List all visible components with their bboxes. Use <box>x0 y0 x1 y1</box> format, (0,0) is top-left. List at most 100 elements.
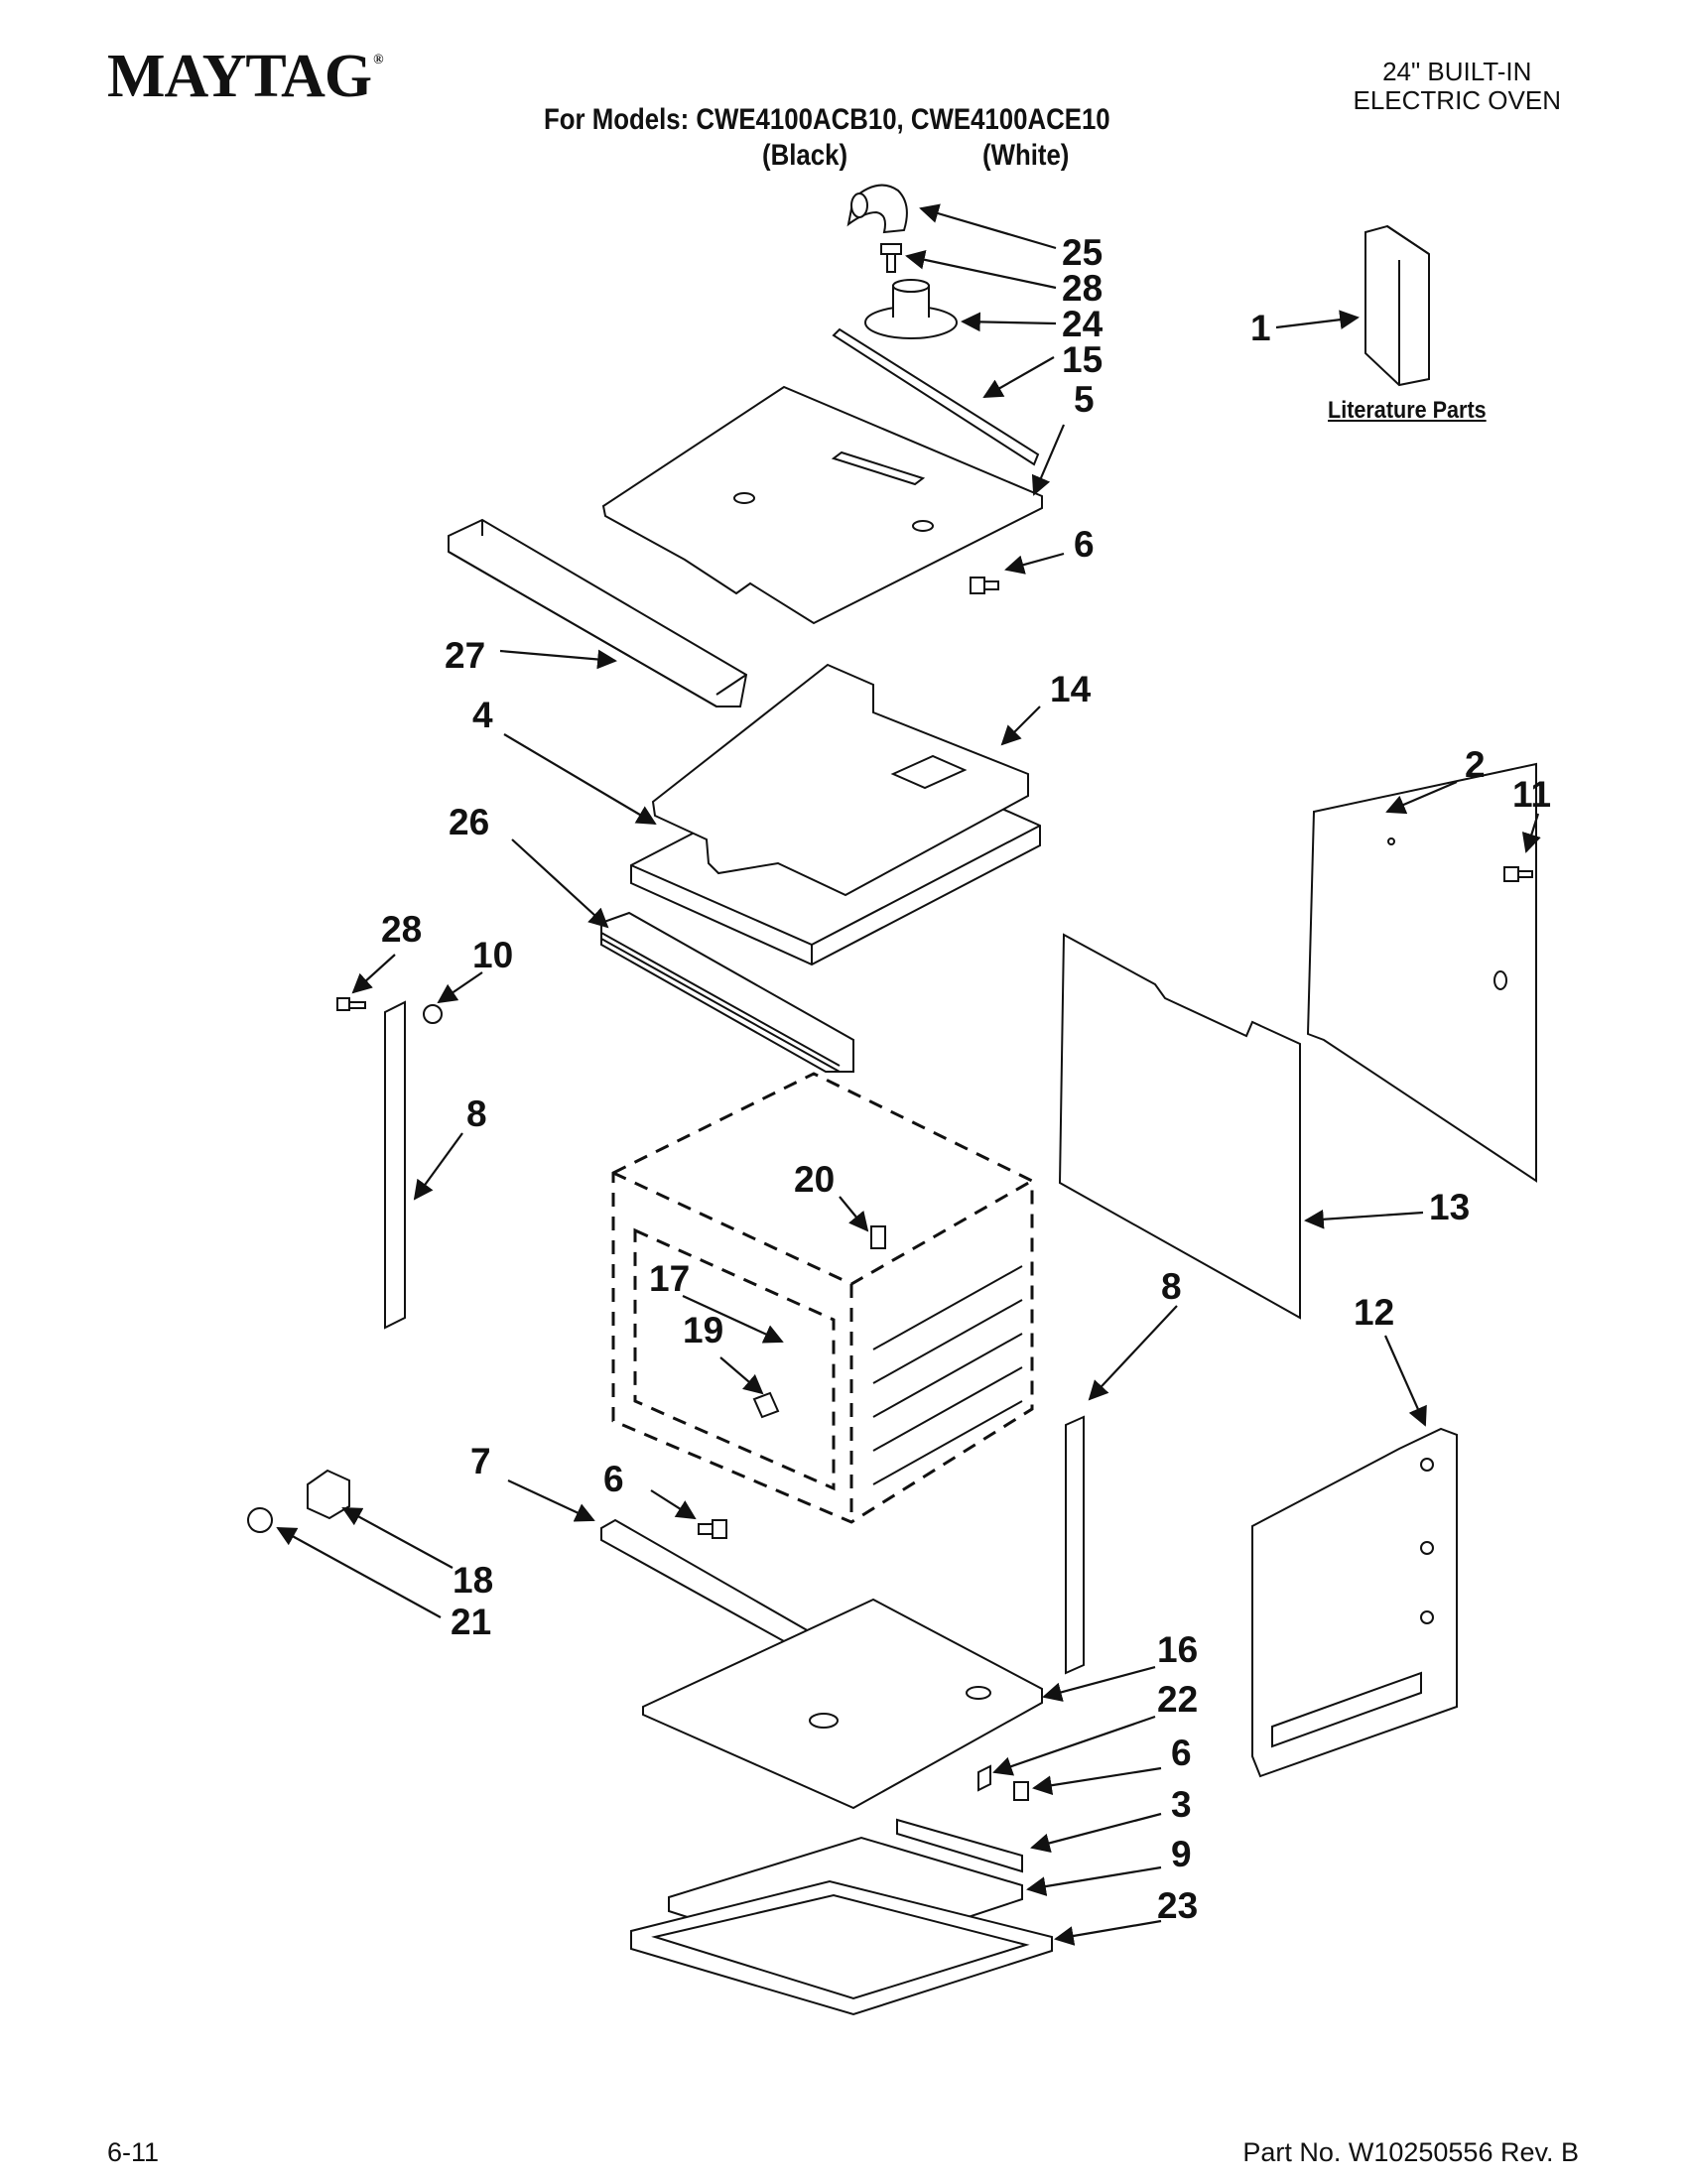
leader-23 <box>1054 1919 1162 1946</box>
leader-15 <box>982 356 1055 398</box>
leader-28-left <box>351 954 396 994</box>
leader-12 <box>1383 1335 1427 1427</box>
leader-28-top <box>905 250 1057 290</box>
bracket-12 <box>1251 1427 1458 1778</box>
callout-4: 4 <box>472 695 493 735</box>
callout-6-top: 6 <box>1074 524 1095 565</box>
callout-8-right: 8 <box>1161 1266 1182 1307</box>
leader-6-mid <box>650 1489 697 1520</box>
sensor-19 <box>752 1391 780 1419</box>
bracket-14 <box>651 663 1029 897</box>
trim-8-left <box>384 1000 406 1330</box>
terminal-20 <box>870 1225 886 1249</box>
callout-9: 9 <box>1171 1834 1192 1874</box>
literature-booklet <box>1364 224 1430 387</box>
leader-8-right <box>1088 1305 1178 1401</box>
leader-22 <box>992 1715 1156 1776</box>
oven-cavity <box>611 1072 1034 1524</box>
leader-3 <box>1030 1812 1162 1854</box>
callout-10: 10 <box>472 935 514 975</box>
leader-21 <box>276 1527 442 1618</box>
callout-20: 20 <box>794 1159 836 1200</box>
lamp-socket-18 <box>307 1469 350 1520</box>
screw-11 <box>1503 866 1533 882</box>
leader-6-top <box>1004 552 1065 575</box>
callout-17: 17 <box>649 1258 691 1299</box>
literature-parts-label: Literature Parts <box>1328 397 1487 424</box>
callout-19: 19 <box>683 1310 724 1350</box>
callout-28-left: 28 <box>381 909 423 950</box>
leader-26 <box>511 838 609 929</box>
callout-8-left: 8 <box>466 1093 487 1134</box>
brand-logo: MAYTAG® <box>107 43 384 110</box>
screw-6-mid <box>698 1519 727 1539</box>
callout-15: 15 <box>1062 339 1104 380</box>
callout-13: 13 <box>1429 1187 1471 1227</box>
callout-24: 24 <box>1062 304 1104 344</box>
leader-17 <box>682 1295 784 1344</box>
callout-12: 12 <box>1354 1292 1395 1333</box>
bottom-plate-16 <box>642 1598 1043 1810</box>
leader-16 <box>1042 1665 1156 1702</box>
callout-7: 7 <box>470 1441 491 1481</box>
models-title: For Models: CWE4100ACB10, CWE4100ACE10 <box>544 103 1110 136</box>
leader-24 <box>961 312 1057 332</box>
bracket-3 <box>896 1818 1023 1873</box>
part-number: Part No. W10250556 Rev. B <box>1242 2137 1579 2167</box>
lamp-lens-21 <box>247 1507 273 1533</box>
callout-22: 22 <box>1157 1679 1199 1720</box>
clip-22 <box>977 1764 991 1792</box>
product-type-line1: 24" BUILT-IN <box>1382 57 1532 86</box>
callout-1: 1 <box>1250 308 1271 348</box>
leader-11 <box>1521 813 1541 853</box>
callout-28: 28 <box>1062 268 1104 309</box>
callout-26: 26 <box>449 802 490 842</box>
bottom-pan-23 <box>630 1879 1053 2016</box>
grommet-10 <box>423 1004 443 1024</box>
callout-21: 21 <box>451 1602 492 1642</box>
leader-10 <box>437 971 483 1004</box>
leader-14 <box>1000 706 1041 746</box>
leader-13 <box>1304 1209 1424 1229</box>
channel-26 <box>600 911 854 1073</box>
duct-end <box>850 193 868 218</box>
callout-18: 18 <box>453 1560 494 1601</box>
callout-25: 25 <box>1062 232 1104 273</box>
rear-panel-2 <box>1306 762 1537 1183</box>
color-black-label: (Black) <box>762 139 848 172</box>
leader-19 <box>719 1356 764 1395</box>
leader-2 <box>1385 780 1458 815</box>
leader-18 <box>341 1507 454 1569</box>
leader-1 <box>1275 310 1360 329</box>
leader-6-bottom <box>1032 1766 1162 1796</box>
leader-9 <box>1026 1865 1162 1896</box>
screw-6-top <box>970 577 999 594</box>
top-screw <box>880 243 902 273</box>
callout-2: 2 <box>1465 744 1486 785</box>
callout-5: 5 <box>1074 379 1095 420</box>
vent-strip <box>832 327 1040 466</box>
leader-5 <box>1031 424 1066 496</box>
top-plate <box>601 385 1043 625</box>
screw-28-left <box>336 997 366 1011</box>
callout-11: 11 <box>1512 774 1552 815</box>
leader-25 <box>919 203 1057 250</box>
callout-6-mid: 6 <box>603 1459 624 1499</box>
leader-7 <box>507 1479 595 1522</box>
callout-6-bottom: 6 <box>1171 1733 1192 1773</box>
color-white-label: (White) <box>982 139 1070 172</box>
product-type: 24" BUILT-IN ELECTRIC OVEN <box>1354 58 1562 115</box>
callout-16: 16 <box>1157 1629 1199 1670</box>
leader-27 <box>499 649 617 670</box>
page-number: 6-11 <box>107 2137 160 2167</box>
rail-7 <box>600 1518 817 1652</box>
callout-3: 3 <box>1171 1784 1192 1825</box>
screw-6-bottom <box>1013 1781 1029 1801</box>
side-panel-13 <box>1058 933 1301 1320</box>
leader-8-left <box>413 1132 463 1201</box>
product-type-line2: ELECTRIC OVEN <box>1353 85 1562 115</box>
leader-20 <box>839 1196 869 1232</box>
callout-14: 14 <box>1050 669 1092 709</box>
callout-27: 27 <box>445 635 486 676</box>
